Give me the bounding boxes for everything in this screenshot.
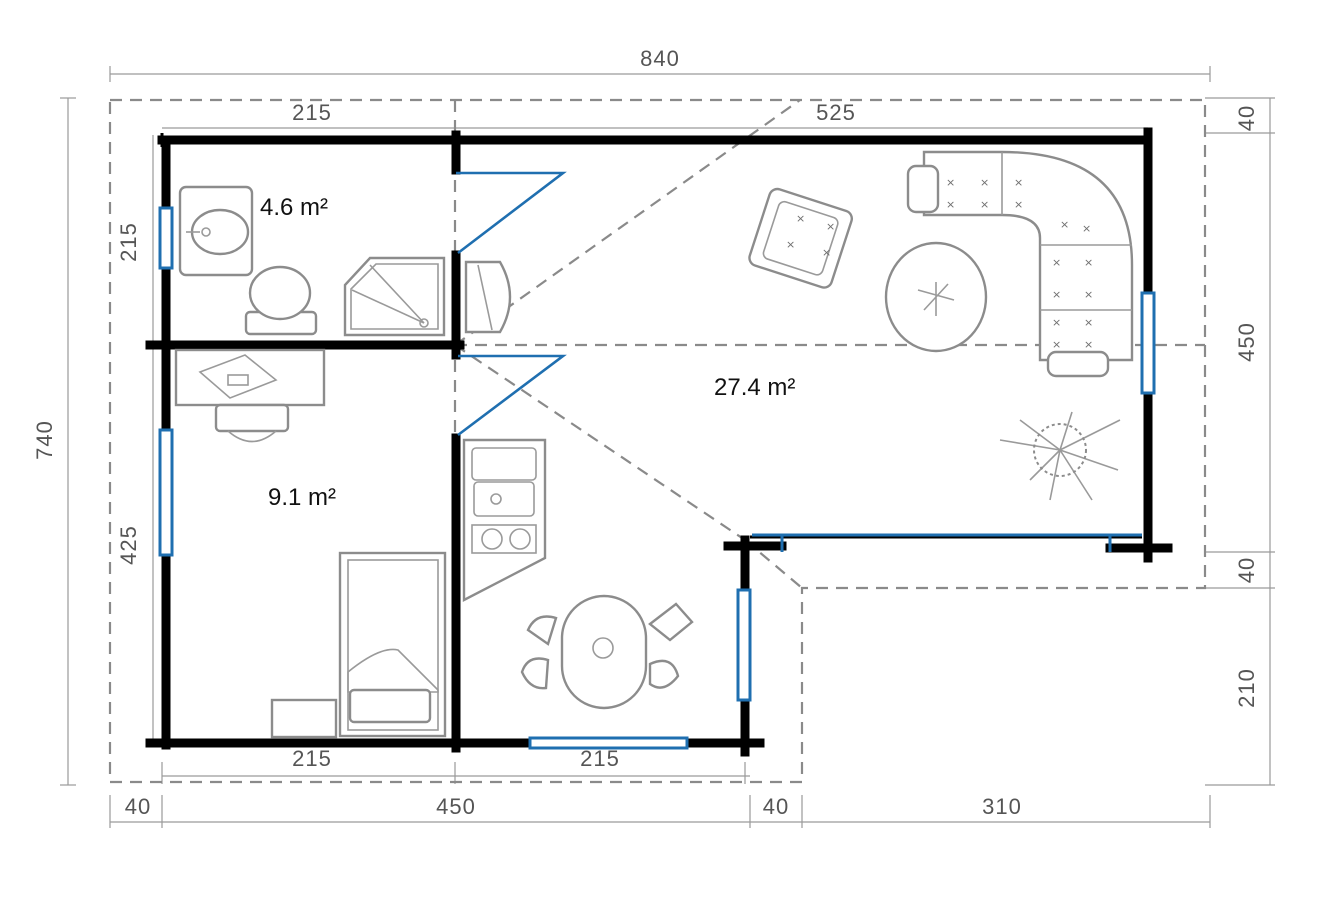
dim-top-right: 525 [816,100,856,125]
kitchen-counter [462,438,547,602]
stove-icon [471,524,537,554]
cushion-mark: × [1052,316,1061,329]
living-window [1140,291,1156,395]
living-furniture [748,150,1134,501]
cushion-mark: × [980,176,989,189]
bedroom-area-label: 9.1 m² [268,484,336,511]
kitchen-window [736,588,752,702]
dining-table-icon [560,594,648,710]
small-basin-icon [464,260,512,334]
nightstand-icon [270,698,338,739]
cushion-mark: × [946,176,955,189]
dim-bottom-inner-left: 215 [292,746,332,771]
cushion-mark: × [1060,218,1069,231]
bathroom-furniture [178,185,512,337]
laptop-icon [198,354,278,399]
cushion-mark: × [786,238,795,251]
washbasin-icon [190,208,250,256]
cushion-mark: × [796,212,805,225]
dim-bottom-main: 450 [436,794,476,819]
dim-bottom-right: 310 [982,794,1022,819]
dimension-lines [60,66,1275,828]
sofa-cushion-marks: × × × × × × × × × × × × × × × × [946,176,1093,351]
dim-top-left: 215 [292,100,332,125]
dim-top-total: 840 [640,46,680,71]
cushion-mark: × [946,198,955,211]
living-area-label: 27.4 m² [714,374,795,401]
bedroom-furniture [174,348,447,739]
chair-icon [214,403,290,433]
cushion-mark: × [1084,338,1093,351]
plant-icon [999,411,1121,501]
cushion-mark: × [1084,316,1093,329]
doors [456,171,567,437]
dim-right-top: 40 [1234,105,1259,131]
kitchen-furniture [462,438,694,710]
dim-bottom-left-margin: 40 [125,794,151,819]
dim-right-middle: 450 [1234,322,1259,362]
dim-left-total: 740 [32,420,57,460]
bathroom-door [456,171,567,255]
armchair-icon [748,187,854,289]
cushion-mark: × [1052,288,1061,301]
bottom-window [528,736,689,750]
shower-icon [343,256,446,337]
cushion-mark: × [1014,176,1023,189]
sofa-icon [906,150,1134,378]
cushion-mark: × [822,246,831,259]
dim-right-lower: 40 [1234,557,1259,583]
dim-left-upper: 215 [116,222,141,262]
windows [158,206,1156,750]
cushion-mark: × [826,220,835,233]
bedroom-door [457,354,567,437]
dining-chair-icon [526,615,558,646]
bathroom-area-label: 4.6 m² [260,194,328,221]
cushion-mark: × [1082,222,1091,235]
dim-bottom-gap: 40 [763,794,789,819]
cushion-mark: × [980,198,989,211]
bathroom-window [158,206,174,270]
cushion-mark: × [1052,256,1061,269]
armchair-cushion-marks: ×××× [786,212,835,259]
dim-right-bottom: 210 [1234,668,1259,708]
sink-icon [471,447,537,481]
cushion-mark: × [1014,198,1023,211]
cushion-mark: × [1052,338,1061,351]
cushion-mark: × [1084,288,1093,301]
bedroom-window [158,428,174,557]
pillow-icon [348,688,432,724]
dim-left-lower: 425 [116,525,141,565]
cushion-mark: × [1084,256,1093,269]
dim-bottom-inner-right: 215 [580,746,620,771]
